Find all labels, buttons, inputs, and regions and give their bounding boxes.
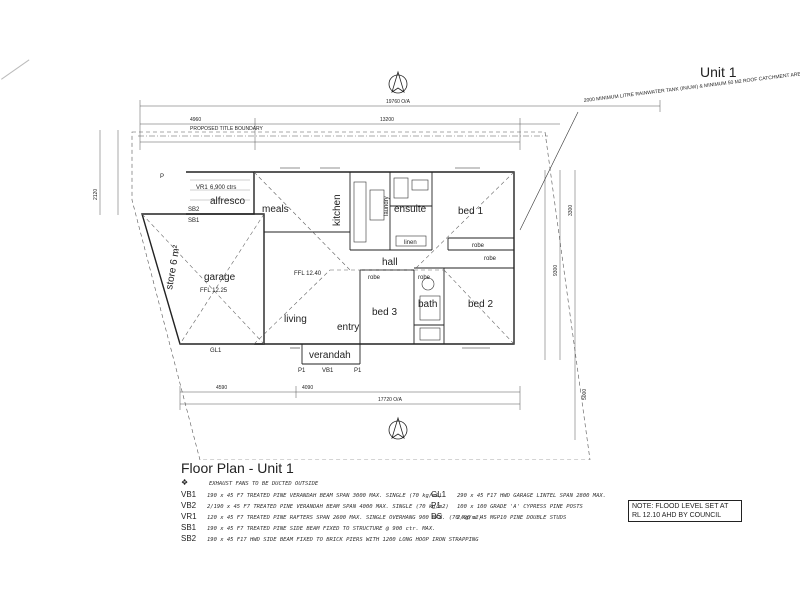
rainwater-note-text: 2000 MINIMUM LITRE RAINWATER TANK (IN/UW…	[584, 58, 800, 104]
note-row: GL1 290 x 45 F17 HWD GARAGE LINTEL SPAN 2…	[431, 490, 606, 499]
note-row: P1 100 x 100 GRADE 'A' CYPRESS PINE POSTS	[431, 501, 583, 510]
room-verandah: verandah	[309, 350, 351, 361]
ffl-house: FFL 12.40	[294, 271, 322, 277]
notes-intro: EXHAUST FANS TO BE DUCTED OUTSIDE	[208, 481, 319, 487]
tag-sb2: SB2	[188, 207, 200, 213]
room-garage: garage	[204, 272, 236, 283]
north-arrow-bottom-icon	[388, 416, 408, 440]
note-description: 190 x 45 F17 HWD SIDE BEAM FIXED TO BRIC…	[207, 537, 479, 543]
tag-vr1: VR1	[196, 185, 208, 191]
room-bed-2: bed 2	[468, 299, 493, 310]
house-outline	[141, 171, 515, 345]
room-bed-3: bed 3	[372, 307, 397, 318]
dim-bottom-b: 4090	[302, 385, 313, 391]
dim-top-b: 13200	[380, 117, 394, 123]
room-robe-hall: robe	[418, 275, 431, 281]
note-description: 2/90 x 45 MGP10 PINE DOUBLE STUDS	[457, 515, 567, 521]
room-robe-bed-3: robe	[368, 275, 381, 281]
ffl-garage: FFL 12.25	[200, 288, 228, 294]
dim-right-b: 9300	[553, 265, 559, 276]
room-hall: hall	[382, 257, 398, 268]
note-code: VR1	[181, 512, 197, 521]
room-store: store 6 m²	[164, 244, 183, 291]
drawing-heading: Floor Plan - Unit 1	[181, 460, 294, 476]
room-bath: bath	[418, 299, 437, 310]
room-entry: entry	[337, 322, 359, 333]
note-code: P1	[431, 501, 441, 510]
tag-p1-left: P1	[298, 368, 306, 374]
note-row: SB2 190 x 45 F17 HWD SIDE BEAM FIXED TO B…	[181, 534, 479, 543]
dim-left-a: 2120	[93, 189, 99, 200]
room-robe-bed-1: robe	[472, 243, 485, 249]
room-alfresco: alfresco	[210, 196, 245, 207]
note-description: 100 x 100 GRADE 'A' CYPRESS PINE POSTS	[457, 504, 583, 510]
note-code: SB2	[181, 534, 197, 543]
room-linen: linen	[404, 240, 417, 246]
room-ensuite: ensuite	[394, 204, 427, 215]
note-description: 290 x 45 F17 HWD GARAGE LINTEL SPAN 2800…	[457, 493, 607, 499]
site-boundary	[131, 131, 591, 460]
dim-right-c: 5000	[582, 389, 588, 400]
floor-plan-drawing: meals alfresco kitchen laundry ensuite b…	[93, 58, 800, 460]
dim-overall-top: 19760 O/A	[386, 99, 411, 105]
tag-sb1: SB1	[188, 218, 200, 224]
note-description: 190 x 45 F7 TREATED PINE SIDE BEAM FIXED…	[207, 526, 436, 532]
tag-vb1: VB1	[322, 368, 334, 374]
room-robe-bed-2: robe	[484, 256, 497, 262]
notes-intro-row: ❖ EXHAUST FANS TO BE DUCTED OUTSIDE	[181, 478, 318, 487]
info-icon: ❖	[181, 478, 189, 487]
note-description: 120 x 45 F7 TREATED PINE RAFTERS SPAN 26…	[207, 515, 482, 521]
note-description: 190 x 45 F7 TREATED PINE VERANDAH BEAM S…	[207, 493, 443, 499]
note-row: VR1 120 x 45 F7 TREATED PINE RAFTERS SPAN…	[181, 512, 482, 521]
tag-gl1: GL1	[210, 348, 222, 354]
unit-label: Unit 1	[700, 64, 737, 80]
room-laundry: laundry	[384, 196, 390, 216]
note-row: VB2 2/190 x 45 F7 TREATED PINE VERANDAH B…	[181, 501, 449, 510]
dim-overall-bottom: 17720 O/A	[378, 397, 403, 403]
note-code: GL1	[431, 490, 447, 499]
note-row: SB1 190 x 45 F7 TREATED PINE SIDE BEAM FI…	[181, 523, 435, 532]
dim-right-a: 3300	[568, 205, 574, 216]
rainwater-note: 2000 MINIMUM LITRE RAINWATER TANK (IN/UW…	[584, 58, 800, 104]
tag-p: P	[160, 174, 164, 180]
north-arrow-icon	[388, 70, 408, 94]
note-code: VB1	[181, 490, 197, 499]
room-bed-1: bed 1	[458, 206, 483, 217]
note-row: DS 2/90 x 45 MGP10 PINE DOUBLE STUDS	[431, 512, 566, 521]
dim-bottom-a: 4590	[216, 385, 227, 391]
flood-level-note: NOTE: FLOOD LEVEL SET AT RL 12.10 AHD BY…	[628, 500, 742, 522]
room-living: living	[284, 314, 307, 325]
note-code: DS	[431, 512, 443, 521]
room-kitchen: kitchen	[332, 194, 343, 226]
proposed-boundary-label: PROPOSED TITLE BOUNDARY	[190, 126, 264, 132]
note-code: VB2	[181, 501, 197, 510]
room-meals: meals	[262, 204, 289, 215]
note-code: SB1	[181, 523, 197, 532]
tag-p1-right: P1	[354, 368, 362, 374]
note-row: VB1 190 x 45 F7 TREATED PINE VERANDAH BEA…	[181, 490, 442, 499]
tag-vr1-spec: 6,900 ctrs	[210, 185, 236, 191]
note-description: 2/190 x 45 F7 TREATED PINE VERANDAH BEAM…	[207, 504, 449, 510]
dim-top-a: 4960	[190, 117, 201, 123]
